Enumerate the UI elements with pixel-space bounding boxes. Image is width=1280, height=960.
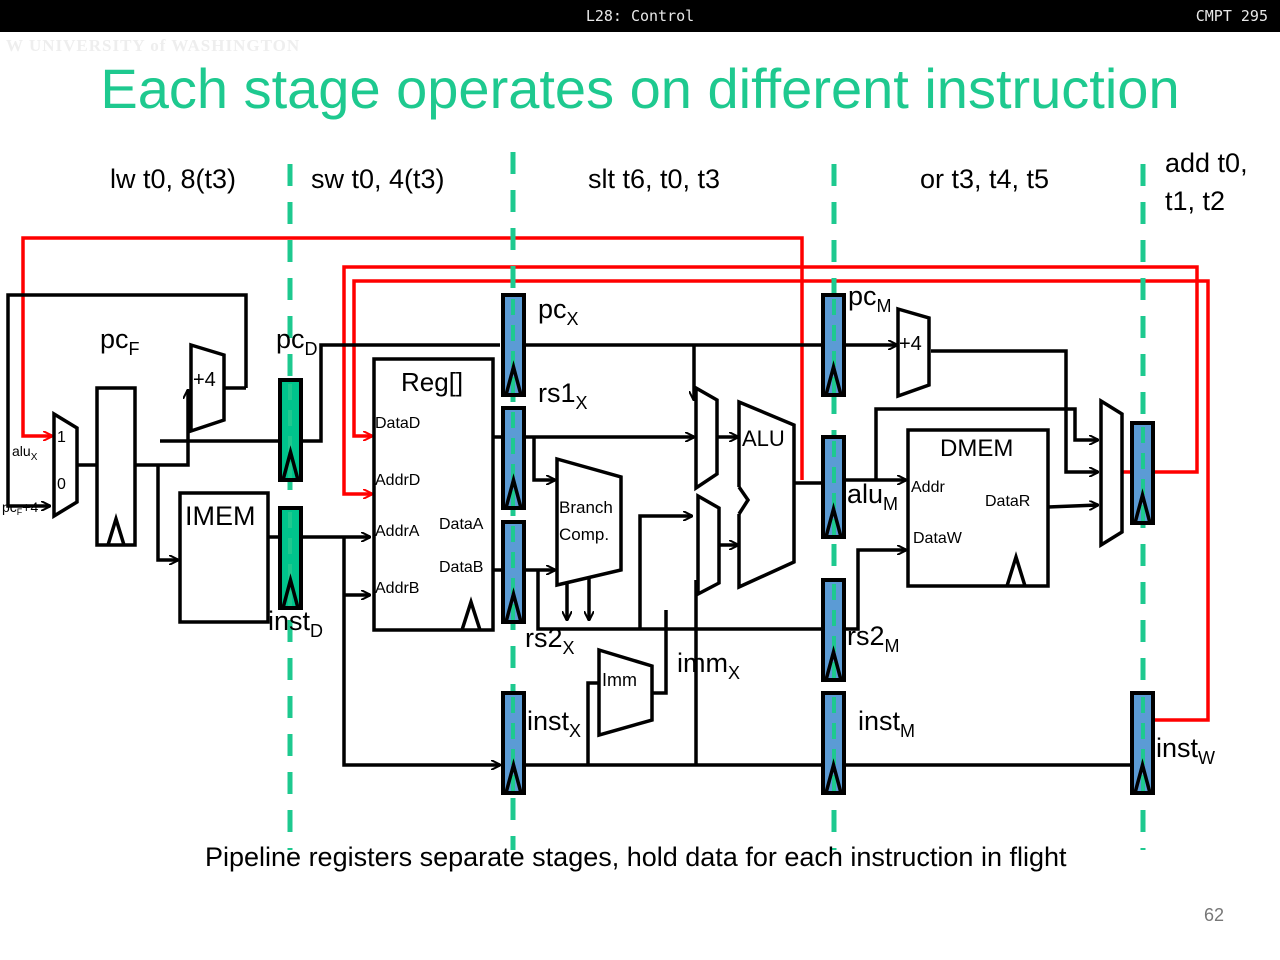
- instx-label: instX: [527, 706, 581, 741]
- alu-b-mux: [696, 492, 721, 597]
- svg-text:AddrA: AddrA: [375, 523, 420, 540]
- stage-label-execute: slt t6, t0, t3: [588, 164, 721, 194]
- clock-triangle-icon: [504, 587, 523, 623]
- svg-text:DataR: DataR: [985, 493, 1030, 510]
- clock-triangle-icon: [824, 502, 843, 538]
- svg-text:DMEM: DMEM: [940, 435, 1013, 462]
- svg-text:+4: +4: [899, 333, 922, 355]
- clock-triangle-icon: [504, 758, 523, 794]
- svg-text:Comp.: Comp.: [559, 525, 609, 544]
- pc-mux: 1 0 aluX pcF+4: [2, 410, 79, 520]
- rs2-x-register: [501, 520, 526, 624]
- alum-label: aluM: [847, 479, 898, 514]
- inst-w-register: [1130, 691, 1155, 795]
- writeback-wires: [21, 236, 1210, 722]
- clock-triangle-icon: [824, 645, 843, 681]
- alu-a-mux: [694, 384, 719, 492]
- clock-triangle-icon: [281, 445, 300, 481]
- stage-label-memory: or t3, t4, t5: [920, 164, 1050, 194]
- clock-triangle-icon: [281, 573, 300, 609]
- pipeline-register-labels: pcD instD pcX rs1X rs2X immX instX pcM a…: [268, 281, 1215, 768]
- pipeline-registers: [278, 293, 1155, 795]
- svg-text:IMEM: IMEM: [185, 501, 256, 531]
- rs1x-label: rs1X: [538, 378, 588, 413]
- pcf-plus4-label: pcF+4: [2, 499, 38, 517]
- clock-triangle-icon: [824, 360, 843, 396]
- svg-text:DataB: DataB: [439, 559, 483, 576]
- clock-triangle-icon: [824, 758, 843, 794]
- svg-text:DataW: DataW: [913, 530, 963, 547]
- slide-caption: Pipeline registers separate stages, hold…: [205, 842, 1067, 872]
- university-logo: W UNIVERSITY of WASHINGTON: [6, 36, 301, 55]
- inst-m-register: [821, 691, 846, 795]
- stage-label-writeback-2: t1, t2: [1165, 186, 1226, 216]
- pcx-label: pcX: [538, 294, 579, 329]
- pcf-label: pcF: [100, 324, 140, 359]
- rs2x-label: rs2X: [525, 623, 575, 658]
- writeback-addr-wire: [352, 279, 1210, 722]
- svg-text:0: 0: [57, 476, 66, 493]
- branch-comparator: Branch Comp.: [555, 456, 623, 588]
- svg-text:Imm: Imm: [602, 670, 637, 690]
- lecture-title: L28: Control: [585, 7, 695, 25]
- svg-text:Branch: Branch: [559, 498, 613, 517]
- immx-label: immX: [677, 648, 740, 683]
- clock-triangle-icon: [504, 360, 523, 396]
- inst-x-register: [501, 691, 526, 795]
- stage-label-writeback-1: add t0,: [1165, 148, 1248, 178]
- clock-triangle-icon: [1133, 488, 1152, 524]
- slide-title: Each stage operates on different instruc…: [100, 57, 1180, 120]
- svg-text:Reg[]: Reg[]: [401, 367, 463, 397]
- alux-to-pc-mux-wire: [21, 236, 804, 480]
- alu: ALU: [737, 399, 796, 590]
- page-number: 62: [1204, 905, 1225, 925]
- svg-text:AddrD: AddrD: [375, 472, 420, 489]
- stage-label-fetch: lw t0, 8(t3): [110, 164, 237, 194]
- alux-label: aluX: [12, 443, 38, 463]
- imm-generator: Imm: [597, 647, 654, 738]
- svg-text:DataA: DataA: [439, 516, 484, 533]
- instm-label: instM: [858, 706, 915, 741]
- svg-text:1: 1: [57, 429, 66, 446]
- pc-register: [95, 386, 137, 547]
- writeback-mux: [1099, 397, 1124, 549]
- pcd-label: pcD: [276, 324, 318, 359]
- slide-header: L28: Control CMPT 295: [0, 0, 1280, 32]
- alu-m-register: [821, 435, 846, 539]
- pc-m-register: [821, 293, 846, 397]
- dmem-block: DMEM Addr DataR DataW: [906, 428, 1050, 588]
- imem-block: IMEM: [178, 491, 270, 624]
- clock-triangle-icon: [504, 473, 523, 509]
- stage-label-decode: sw t0, 4(t3): [311, 164, 445, 194]
- svg-text:ALU: ALU: [742, 426, 785, 451]
- instw-label: instW: [1156, 733, 1215, 768]
- rs1-x-register: [501, 406, 526, 510]
- register-file: Reg[] DataD AddrD AddrA AddrB DataA Data…: [372, 357, 495, 632]
- svg-text:DataD: DataD: [375, 415, 420, 432]
- clock-triangle-icon: [1133, 758, 1152, 794]
- rs2m-label: rs2M: [847, 621, 900, 656]
- pc-d-register: [278, 378, 303, 482]
- datapath-wires: [6, 293, 1133, 765]
- alu-w-register: [1130, 421, 1155, 525]
- svg-text:AddrB: AddrB: [375, 580, 419, 597]
- svg-text:+4: +4: [193, 369, 216, 391]
- svg-text:Addr: Addr: [911, 479, 945, 496]
- pc-plus4-adder-mem: +4: [896, 306, 931, 399]
- course-code: CMPT 295: [1195, 7, 1268, 25]
- pc-x-register: [501, 293, 526, 397]
- rs2-m-register: [821, 578, 846, 682]
- pcm-label: pcM: [848, 281, 892, 316]
- inst-d-register: [278, 506, 303, 610]
- pc-plus4-adder: +4: [189, 342, 226, 434]
- instd-label: instD: [268, 606, 323, 641]
- writeback-data-wire: [342, 265, 1199, 494]
